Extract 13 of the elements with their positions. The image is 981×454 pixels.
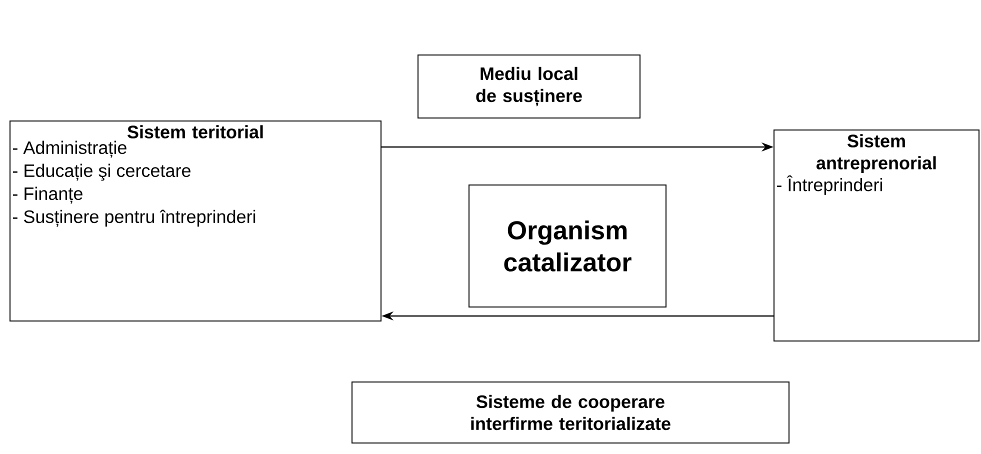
- text-box: [418, 54, 640, 118]
- list-item: - Întreprinderi: [777, 175, 882, 195]
- text-box: [352, 381, 790, 444]
- box-heading: Sistem teritorial: [128, 125, 263, 138]
- box-label: Sisteme de cooperare interfirme teritorializate: [471, 394, 670, 430]
- box-heading: Sistem antreprenorial: [816, 134, 936, 173]
- box-label: Organism catalizator: [504, 220, 632, 272]
- text-box: [468, 184, 666, 308]
- list-item: - Educație şi cercetare: [13, 164, 190, 181]
- list-item: - Susținere pentru întreprinderi: [13, 210, 256, 227]
- box-label: Mediu local de susținere: [476, 66, 582, 106]
- list-item: - Finanțe: [13, 186, 82, 204]
- list-item: - Administrație: [13, 140, 126, 158]
